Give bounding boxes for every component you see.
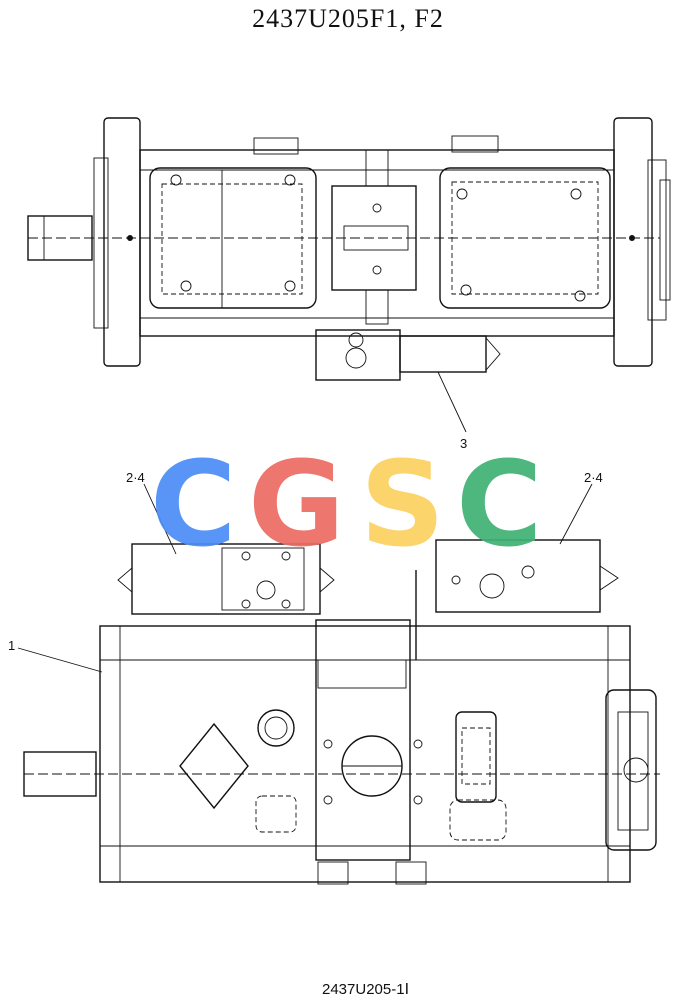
watermark-letter-g: G bbox=[248, 435, 345, 573]
callout-3: 3 bbox=[460, 436, 467, 451]
watermark-letter-s: S bbox=[360, 435, 445, 573]
callout-2-4-right: 2·4 bbox=[584, 470, 603, 485]
top-view bbox=[27, 117, 671, 381]
leader-line-1 bbox=[17, 647, 103, 673]
drawing-title: 2437U205F1, F2 bbox=[252, 4, 444, 33]
drawing-code: 2437U205-1Ⅰ bbox=[322, 981, 409, 998]
leader-line-2-4-right bbox=[559, 483, 593, 545]
watermark-letter-c2: C bbox=[456, 435, 543, 573]
watermark-letter-c1: C bbox=[150, 435, 237, 573]
cgsc-watermark-logo: C G S C bbox=[150, 435, 543, 573]
callout-2-4-left: 2·4 bbox=[126, 470, 145, 485]
leader-line-2-4-left bbox=[143, 483, 177, 555]
leader-line-3 bbox=[437, 371, 467, 433]
callout-1: 1 bbox=[8, 638, 15, 653]
front-view bbox=[23, 539, 660, 885]
